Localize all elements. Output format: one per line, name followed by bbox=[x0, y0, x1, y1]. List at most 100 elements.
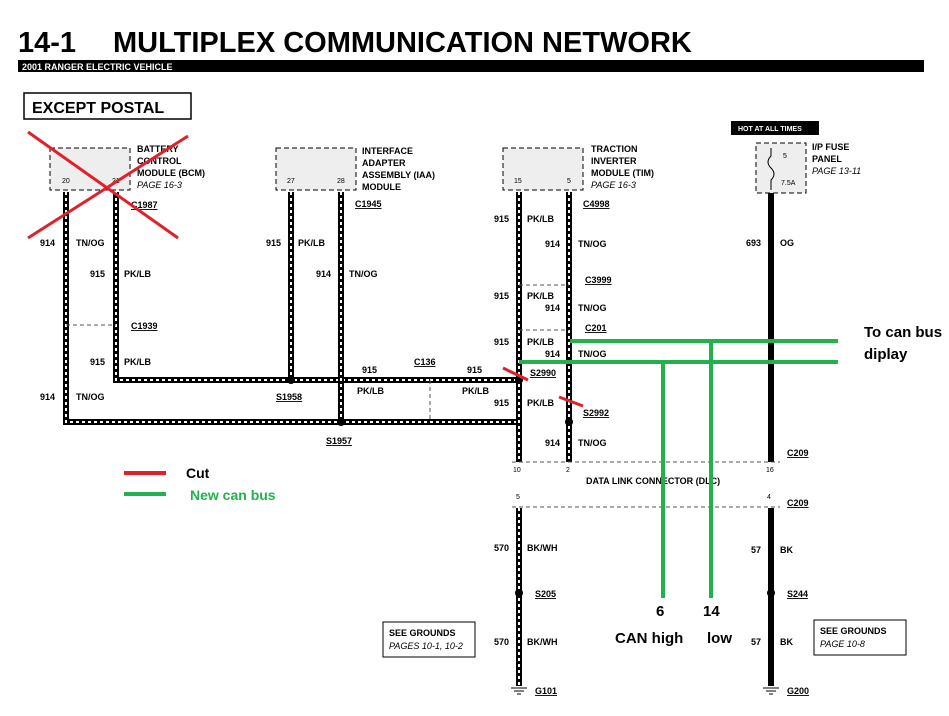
dlc-pin-10: 10 bbox=[513, 467, 521, 474]
variant-box bbox=[23, 92, 192, 120]
s244-label: S244 bbox=[787, 589, 808, 599]
c136-915-a: 915 bbox=[362, 365, 377, 375]
legend-cut: Cut bbox=[186, 465, 210, 481]
g101-label: G101 bbox=[535, 686, 557, 696]
s2990-label: S2990 bbox=[530, 368, 556, 378]
to-can-bus-line2: diplay bbox=[864, 346, 908, 363]
variant-label: EXCEPT POSTAL bbox=[32, 100, 164, 117]
subtitle: 2001 RANGER ELECTRIC VEHICLE bbox=[22, 62, 173, 72]
tim-914-a: 914 bbox=[545, 239, 560, 249]
fuse-line1: I/P FUSE bbox=[812, 142, 849, 152]
g-bk-b: BK bbox=[780, 637, 793, 647]
fuse-panel: HOT AT ALL TIMES 5 7.5A I/P FUSE PANEL P… bbox=[731, 121, 861, 194]
dlc-pin-16: 16 bbox=[766, 467, 774, 474]
tim-pklb-c: PK/LB bbox=[527, 337, 555, 347]
dlc-label: DATA LINK CONNECTOR (DLC) bbox=[586, 476, 720, 486]
iaa-connector: C1945 bbox=[355, 199, 382, 209]
iaa-914: 914 bbox=[316, 269, 331, 279]
tim-connector: C4998 bbox=[583, 199, 610, 209]
data-link-connector: 10 2 16 DATA LINK CONNECTOR (DLC) 5 4 C2… bbox=[512, 461, 809, 508]
see-grounds-right: SEE GROUNDS PAGE 10-8 bbox=[813, 619, 907, 656]
tim-915-d: 915 bbox=[494, 398, 509, 408]
bcm-module: 20 21 BATTERY CONTROL MODULE (BCM) PAGE … bbox=[49, 144, 205, 210]
iaa-line3: ASSEMBLY (IAA) bbox=[362, 170, 435, 180]
iaa-wires: 915 PK/LB 914 TN/OG S1958 S1957 bbox=[266, 192, 378, 446]
fuse-693: 693 bbox=[746, 238, 761, 248]
iaa-line2: ADAPTER bbox=[362, 158, 406, 168]
c209-bottom-label: C209 bbox=[787, 498, 809, 508]
tim-tnog-b: TN/OG bbox=[578, 303, 607, 313]
iaa-module: 27 28 INTERFACE ADAPTER ASSEMBLY (IAA) M… bbox=[275, 146, 435, 209]
s205-label: S205 bbox=[535, 589, 556, 599]
tim-915-a: 915 bbox=[494, 214, 509, 224]
bcm-tnog-b: TN/OG bbox=[76, 392, 105, 402]
dlc-pin14-label: 14 bbox=[703, 603, 720, 620]
tim-pklb-d: PK/LB bbox=[527, 398, 555, 408]
tim-pin-15: 15 bbox=[514, 178, 522, 185]
tim-line1: TRACTION bbox=[591, 144, 638, 154]
tim-pklb-a: PK/LB bbox=[527, 214, 555, 224]
c136-915-b: 915 bbox=[467, 365, 482, 375]
tim-914-d: 914 bbox=[545, 438, 560, 448]
iaa-pin-28: 28 bbox=[337, 178, 345, 185]
can-low-label: low bbox=[707, 630, 732, 647]
c136-pklb-b: PK/LB bbox=[462, 386, 490, 396]
dlc-pin-5: 5 bbox=[516, 494, 520, 501]
bcm-line2: CONTROL bbox=[137, 156, 182, 166]
g-bk-a: BK bbox=[780, 545, 793, 555]
fuse-wire: 693 OG C209 bbox=[746, 193, 809, 462]
bcm-pklb-a: PK/LB bbox=[124, 269, 152, 279]
fuse-page: PAGE 13-11 bbox=[812, 166, 861, 176]
iaa-tnog: TN/OG bbox=[349, 269, 378, 279]
bcm-line3: MODULE (BCM) bbox=[137, 168, 205, 178]
g200-label: G200 bbox=[787, 686, 809, 696]
ground-symbol-g200 bbox=[763, 687, 779, 695]
fuse-og: OG bbox=[780, 238, 794, 248]
g-bkwh-b: BK/WH bbox=[527, 637, 558, 647]
bcm-914-b: 914 bbox=[40, 392, 55, 402]
bcm-915-a: 915 bbox=[90, 269, 105, 279]
grounds-left-pages: PAGES 10-1, 10-2 bbox=[389, 641, 463, 651]
legend-new-can-bus: New can bus bbox=[190, 487, 276, 503]
tim-line2: INVERTER bbox=[591, 156, 637, 166]
c1939-label: C1939 bbox=[131, 321, 158, 331]
grounds-right-title: SEE GROUNDS bbox=[820, 626, 887, 636]
tim-module: 15 5 TRACTION INVERTER MODULE (TIM) PAGE… bbox=[502, 144, 654, 209]
see-grounds-left: SEE GROUNDS PAGES 10-1, 10-2 bbox=[382, 621, 476, 658]
g-57-a: 57 bbox=[751, 545, 761, 555]
subtitle-bar bbox=[18, 60, 924, 72]
grounds-left-title: SEE GROUNDS bbox=[389, 628, 456, 638]
c3999-label: C3999 bbox=[585, 275, 612, 285]
bcm-915-b: 915 bbox=[90, 357, 105, 367]
s1957-label: S1957 bbox=[326, 436, 352, 446]
tim-tnog-c: TN/OG bbox=[578, 349, 607, 359]
tim-914-c: 914 bbox=[545, 349, 560, 359]
c201-label: C201 bbox=[585, 323, 607, 333]
legend: Cut New can bus bbox=[124, 465, 276, 503]
tim-915-c: 915 bbox=[494, 337, 509, 347]
bcm-connector: C1987 bbox=[131, 200, 158, 210]
c136-connector: 915 PK/LB C136 915 PK/LB bbox=[357, 357, 519, 425]
dlc-pin6-label: 6 bbox=[656, 603, 664, 620]
tim-tnog-a: TN/OG bbox=[578, 239, 607, 249]
tim-wires: 915 PK/LB 914 TN/OG C3999 915 PK/LB 914 … bbox=[494, 192, 612, 462]
page-title: MULTIPLEX COMMUNICATION NETWORK bbox=[113, 27, 692, 59]
tim-page: PAGE 16-3 bbox=[591, 180, 636, 190]
can-high-label: CAN high bbox=[615, 630, 683, 647]
fuse-rating: 7.5A bbox=[781, 180, 796, 187]
bcm-wires: 914 TN/OG 915 PK/LB C1939 915 PK/LB 914 … bbox=[40, 192, 430, 425]
grounds-right-pages: PAGE 10-8 bbox=[820, 639, 865, 649]
iaa-pklb: PK/LB bbox=[298, 238, 326, 248]
g-57-b: 57 bbox=[751, 637, 761, 647]
c136-pklb-a: PK/LB bbox=[357, 386, 385, 396]
g-bkwh-a: BK/WH bbox=[527, 543, 558, 553]
cut-marks bbox=[27, 130, 584, 408]
hot-at-all-times: HOT AT ALL TIMES bbox=[738, 126, 802, 133]
tim-pklb-b: PK/LB bbox=[527, 291, 555, 301]
tim-pin-5: 5 bbox=[567, 178, 571, 185]
bcm-tnog-a: TN/OG bbox=[76, 238, 105, 248]
section-number: 14-1 bbox=[18, 27, 76, 59]
new-can-bus bbox=[519, 339, 838, 598]
iaa-line1: INTERFACE bbox=[362, 146, 413, 156]
